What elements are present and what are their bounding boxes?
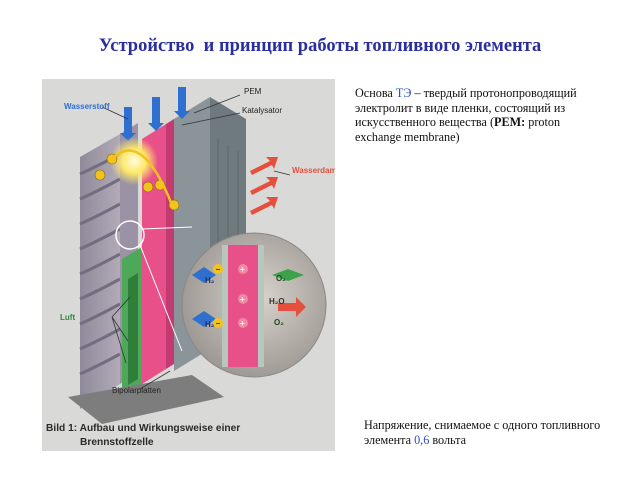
steam-arrows xyxy=(250,157,278,215)
slide-title: Устройство и принцип работы топливного э… xyxy=(98,36,542,56)
voltage-note: Напряжение, снимаемое с одного топливног… xyxy=(364,418,614,448)
figure-caption-line2: Brennstoffzelle xyxy=(80,437,154,448)
voltage-unit: вольта xyxy=(429,433,467,447)
o2-arrow xyxy=(272,269,304,281)
zoom-detail: − − + + + H₂ H₂ O₂ H₂O O₂ xyxy=(181,232,327,378)
label-wasserdampf: Wasserdampf xyxy=(292,166,335,175)
description-intro: Основа xyxy=(355,86,396,100)
magnifier-lines xyxy=(139,226,193,352)
description-pem-bold: PEM: xyxy=(494,115,526,130)
fuel-cell-diagram: − − + + + H₂ H₂ O₂ H₂O O₂ Wasserstoff PE… xyxy=(42,79,335,451)
fuel-cell-figure: − − + + + H₂ H₂ O₂ H₂O O₂ Wasserstoff PE… xyxy=(42,79,335,451)
hydrogen-arrows xyxy=(120,87,190,141)
voltage-note-text: Напряжение, снимаемое с одного топливног… xyxy=(364,418,601,447)
electron-path xyxy=(111,149,174,206)
callout-lines xyxy=(101,94,291,390)
label-bipolarplatten: Bipolarplatten xyxy=(112,386,161,395)
h2-arrow-top xyxy=(192,267,216,283)
figure-caption-line1: Bild 1: Aufbau und Wirkungsweise einer xyxy=(46,423,240,434)
description-tail: proton exchange membrane) xyxy=(355,115,561,144)
label-wasserstoff: Wasserstoff xyxy=(64,102,110,111)
voltage-value: 0,6 xyxy=(414,433,430,447)
electron-symbol-2: − xyxy=(216,319,221,328)
proton-symbol-1: + xyxy=(240,265,245,274)
electron-symbol-1: − xyxy=(216,265,221,274)
label-luft: Luft xyxy=(60,313,75,322)
description-body: – твердый протонопроводящий электролит в… xyxy=(355,86,577,130)
o2-label-top: O₂ xyxy=(276,274,286,283)
h2-label-bottom: H₂ xyxy=(205,320,215,329)
description-accent: ТЭ xyxy=(395,86,412,100)
air-channels xyxy=(122,247,142,397)
h2o-arrow xyxy=(278,297,306,317)
o2-label-bottom: O₂ xyxy=(274,318,284,327)
h2o-label: H₂O xyxy=(269,297,285,306)
label-pem: PEM xyxy=(244,87,262,96)
base-plate xyxy=(68,375,224,424)
description-paragraph: Основа ТЭ – твердый протонопроводящий эл… xyxy=(355,86,605,144)
proton-symbol-3: + xyxy=(240,319,245,328)
magnifier-ring xyxy=(115,220,145,250)
h2-arrow-bottom xyxy=(192,311,216,327)
lamp-glow xyxy=(110,137,158,185)
h2-label-top: H₂ xyxy=(205,276,215,285)
label-katalysator: Katalysator xyxy=(242,106,282,115)
proton-symbol-2: + xyxy=(240,295,245,304)
